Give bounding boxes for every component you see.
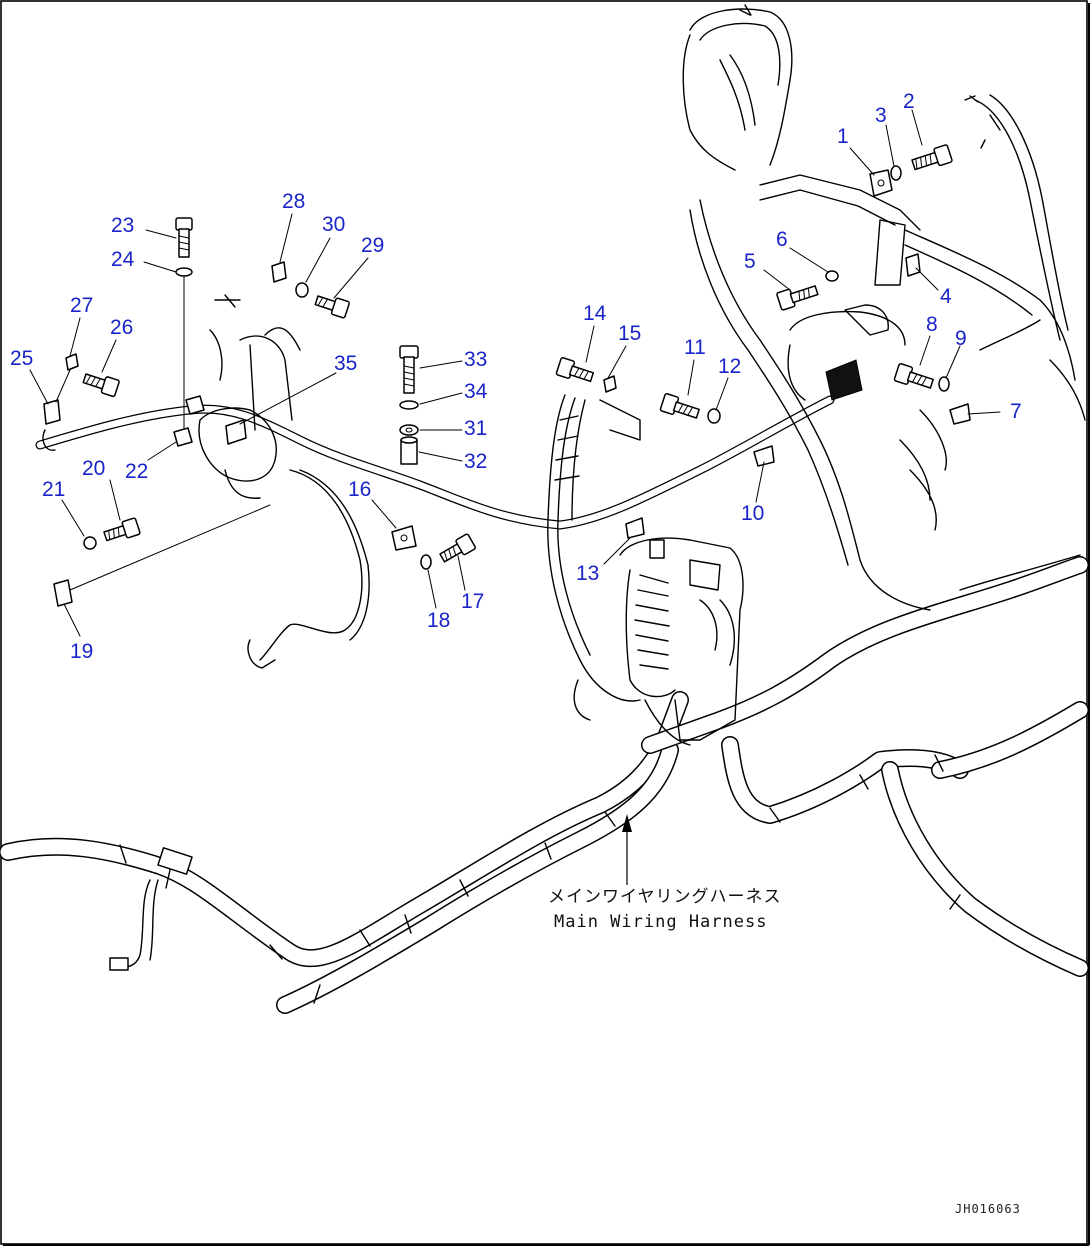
- callout-14: 14: [583, 302, 607, 325]
- part-9-washer: [938, 376, 950, 392]
- callout-28: 28: [282, 190, 305, 213]
- part-33-bolt: [399, 345, 419, 394]
- upper-right-frame: [682, 4, 1086, 611]
- part-14-bolt: [555, 357, 595, 383]
- part-19-clip: [53, 579, 73, 607]
- callout-8: 8: [926, 313, 938, 336]
- part-25-clip: [43, 399, 61, 425]
- callout-11: 11: [684, 336, 706, 359]
- callout-18: 18: [427, 609, 450, 632]
- harness-callout-arrow: [622, 814, 632, 885]
- part-6-washer: [825, 270, 839, 282]
- center-harness-bundle: [547, 394, 641, 721]
- part-5-bolt: [776, 285, 819, 311]
- part-29-bolt: [314, 295, 350, 319]
- part-15-washer: [603, 375, 617, 393]
- leader-lines: [29, 109, 1001, 637]
- part-22-clip: [173, 427, 193, 447]
- part-12-washer: [707, 408, 721, 424]
- part-30-washer: [295, 282, 309, 298]
- callout-5: 5: [744, 250, 756, 273]
- callout-4: 4: [940, 285, 952, 308]
- left-bracket-assembly: [35, 294, 835, 669]
- callout-numbers: 1 2 3 4 5 6 7 8 9 10 11 12 13 14 15 16 1…: [10, 90, 1022, 663]
- callout-16: 16: [348, 478, 371, 501]
- callout-31: 31: [464, 417, 487, 440]
- part-10-clip: [753, 445, 775, 467]
- part-31-washer: [399, 424, 419, 436]
- connector-block: [825, 359, 863, 401]
- part-8-bolt: [893, 363, 934, 389]
- callout-6: 6: [776, 228, 788, 251]
- callout-27: 27: [70, 294, 93, 317]
- callout-3: 3: [875, 104, 887, 127]
- callout-32: 32: [464, 450, 487, 473]
- part-1-clamp: [869, 169, 893, 197]
- center-component-block: [619, 537, 744, 746]
- harness-label-jp: メインワイヤリングハーネス: [548, 887, 782, 907]
- part-26-bolt: [82, 373, 120, 398]
- callout-21: 21: [42, 478, 65, 501]
- callout-9: 9: [955, 327, 967, 350]
- callout-19: 19: [70, 640, 93, 663]
- callout-29: 29: [361, 234, 384, 257]
- part-13-clip: [625, 517, 645, 539]
- callout-34: 34: [464, 380, 488, 403]
- callout-2: 2: [903, 90, 915, 113]
- fastener-parts: [43, 144, 971, 607]
- part-20-bolt: [103, 517, 141, 542]
- part-32-spacer: [400, 436, 418, 465]
- callout-12: 12: [718, 355, 741, 378]
- callout-35: 35: [334, 352, 357, 375]
- callout-26: 26: [110, 316, 133, 339]
- callout-20: 20: [82, 457, 105, 480]
- main-wiring-harness: [0, 556, 1089, 1014]
- part-7-clip: [949, 403, 971, 425]
- callout-7: 7: [1010, 400, 1022, 423]
- part-28-clip: [271, 261, 287, 283]
- drawing-id: JH016063: [955, 1202, 1021, 1216]
- harness-label-en: Main Wiring Harness: [554, 912, 767, 932]
- callout-17: 17: [461, 590, 484, 613]
- part-21-washer: [83, 536, 97, 550]
- callout-13: 13: [576, 562, 599, 585]
- callout-24: 24: [111, 248, 135, 271]
- callout-22: 22: [125, 460, 148, 483]
- part-35-clamp: [225, 419, 247, 445]
- callout-33: 33: [464, 348, 487, 371]
- part-11-bolt: [659, 393, 700, 419]
- part-24-washer: [175, 267, 193, 277]
- part-27-washer: [65, 353, 79, 371]
- part-2-bolt: [911, 144, 953, 171]
- callout-30: 30: [322, 213, 345, 236]
- callout-23: 23: [111, 214, 134, 237]
- part-4-clip: [905, 253, 921, 277]
- part-18-washer: [420, 554, 432, 570]
- part-34-washer: [399, 400, 419, 410]
- callout-25: 25: [10, 347, 33, 370]
- part-17-bolt: [439, 533, 476, 563]
- callout-10: 10: [741, 502, 764, 525]
- part-3-washer: [890, 165, 902, 181]
- callout-15: 15: [618, 322, 641, 345]
- part-23-bolt: [175, 217, 193, 258]
- part-16-clamp: [391, 525, 417, 551]
- callout-1: 1: [837, 125, 849, 148]
